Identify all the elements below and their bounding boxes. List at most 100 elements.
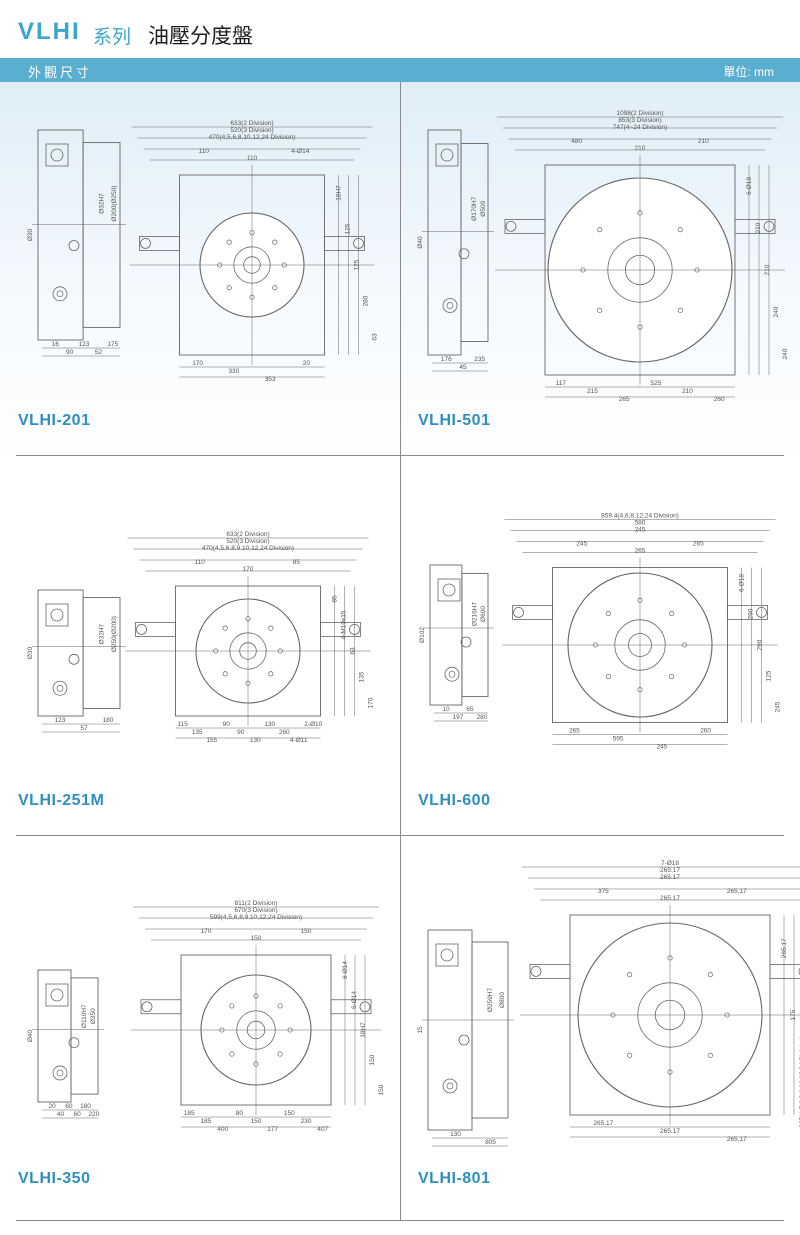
dimension-label: 330: [228, 368, 239, 375]
dimension-label: 853(3 Division): [618, 117, 661, 124]
dimension-label: 177: [267, 1126, 278, 1133]
dimension-label: 117: [556, 380, 567, 387]
dimension-label: 90: [237, 729, 245, 736]
dimension-label: 290: [748, 608, 755, 619]
dimension-label: Ø216H7: [471, 602, 478, 627]
series-suffix: 系列: [93, 27, 132, 48]
dimension-label: Ø800: [499, 992, 506, 1008]
dimension-label: 747(4~24 Division): [613, 124, 667, 131]
dimension-label: 135: [359, 671, 366, 682]
dimension-label: 265: [635, 548, 646, 555]
model-label: VLHI-251M: [18, 792, 105, 809]
dimension-label: 353: [265, 376, 276, 383]
dimension-label: 52: [95, 349, 103, 356]
dimension-label: 265.17: [727, 1136, 747, 1143]
dimension-label: 123: [79, 341, 90, 348]
dimension-label: Ø110H7: [81, 1004, 88, 1028]
dimension-label: 60: [65, 1103, 73, 1110]
dimension-label: 235: [474, 356, 485, 363]
dimension-label: 220: [88, 1111, 99, 1118]
dimension-label: 197: [453, 714, 464, 721]
dimension-label: 170: [243, 566, 254, 573]
dimension-label: 210: [635, 145, 646, 152]
dimension-label: 6-Ø14: [351, 991, 358, 1009]
dimension-label: 290: [757, 639, 764, 650]
dimension-label: Ø600: [480, 606, 487, 622]
dimension-label: 15: [417, 1026, 424, 1034]
dimension-label: Ø40: [27, 1029, 34, 1042]
dimension-label: Ø170H7: [471, 196, 478, 221]
dimension-label: 260: [279, 729, 290, 736]
grid-divider-3: [16, 1220, 784, 1221]
dimension-label: 180: [80, 1103, 91, 1110]
dimension-label: Ø259H7: [487, 988, 494, 1013]
dimension-label: 110: [194, 559, 205, 566]
dimension-label: 18H7: [336, 185, 343, 201]
dimension-label: 175: [790, 1009, 797, 1020]
unit-label: 單位: mm: [723, 65, 774, 79]
dimension-label: 265.17: [727, 888, 747, 895]
dimension-label: 85: [332, 595, 339, 603]
dimension-label: Ø350: [90, 1008, 97, 1024]
dimension-label: 170: [192, 360, 203, 367]
dimension-label: Ø30: [27, 228, 34, 241]
dimension-label: 245: [656, 744, 667, 751]
dimension-label: 130: [450, 1131, 461, 1138]
page-title: 油壓分度盤: [148, 25, 253, 48]
dimension-label: 670(3 Division): [234, 907, 277, 914]
dimension-label: 65: [466, 706, 474, 713]
dimension-label: 45: [459, 364, 467, 371]
dimension-label: 63: [350, 647, 357, 655]
dimension-label: 470(4,5,6,8,10,12,24 Division): [209, 134, 296, 141]
dimension-label: 18H7: [360, 1022, 367, 1038]
dimension-label: 57: [80, 725, 88, 732]
dimension-label: 150: [378, 1084, 385, 1095]
grid-divider-vertical: [400, 82, 401, 1220]
dimension-label: 265: [619, 396, 630, 403]
dimension-label: 1098(2 Division): [617, 110, 664, 117]
dimension-label: Ø250(Ø200): [111, 616, 118, 652]
dimension-label: Ø500: [480, 200, 487, 216]
section-bar: 外觀尺寸 單位: mm: [0, 58, 800, 82]
dimension-label: 520(3 Division): [226, 538, 269, 545]
dimension-label: 210: [682, 388, 693, 395]
dimension-label: 16: [52, 341, 60, 348]
dimension-label: 7-Ø18: [661, 860, 679, 867]
model-label: VLHI-501: [418, 412, 491, 429]
dimension-label: 470(4,5,6,8,9,10,12,24 Division): [202, 545, 294, 552]
dimension-label: 240: [773, 306, 780, 317]
dimension-label: 805: [485, 1139, 496, 1146]
dimension-label: 150: [369, 1054, 376, 1065]
dimension-label: 155: [206, 737, 217, 744]
dimension-label: 260: [700, 728, 711, 735]
dimension-label: 265.17: [660, 867, 680, 874]
dimension-label: 2-Ø10: [304, 721, 322, 728]
dimension-label: 525: [650, 380, 661, 387]
dimension-label: 90: [223, 721, 231, 728]
dimension-label: 265: [693, 541, 704, 548]
dimension-label: 20: [49, 1103, 57, 1110]
dimension-label: 265.17: [660, 874, 680, 881]
dimension-label: 80: [236, 1110, 244, 1117]
dimension-label: 130: [264, 721, 275, 728]
dimension-label: 6-Ø14: [342, 961, 349, 979]
dimension-label: 110: [198, 148, 209, 155]
grid-divider-1: [16, 455, 784, 456]
dimension-label: 599(4,5,6,8,9,10,12,24 Division): [210, 914, 302, 921]
dimension-label: 245: [576, 541, 587, 548]
dimension-label: 185: [201, 1118, 212, 1125]
dimension-label: 210: [764, 264, 771, 275]
dimension-label: 40: [57, 1111, 65, 1118]
dimension-label: 265.17: [660, 1128, 680, 1135]
dimension-label: 170: [368, 697, 375, 708]
dimension-label: Ø102: [419, 627, 426, 643]
dimension-label: 633(2 Division): [226, 531, 269, 538]
dimension-label: 400: [217, 1126, 228, 1133]
section-label: 外觀尺寸: [28, 65, 93, 80]
dimension-label: 170: [201, 928, 212, 935]
